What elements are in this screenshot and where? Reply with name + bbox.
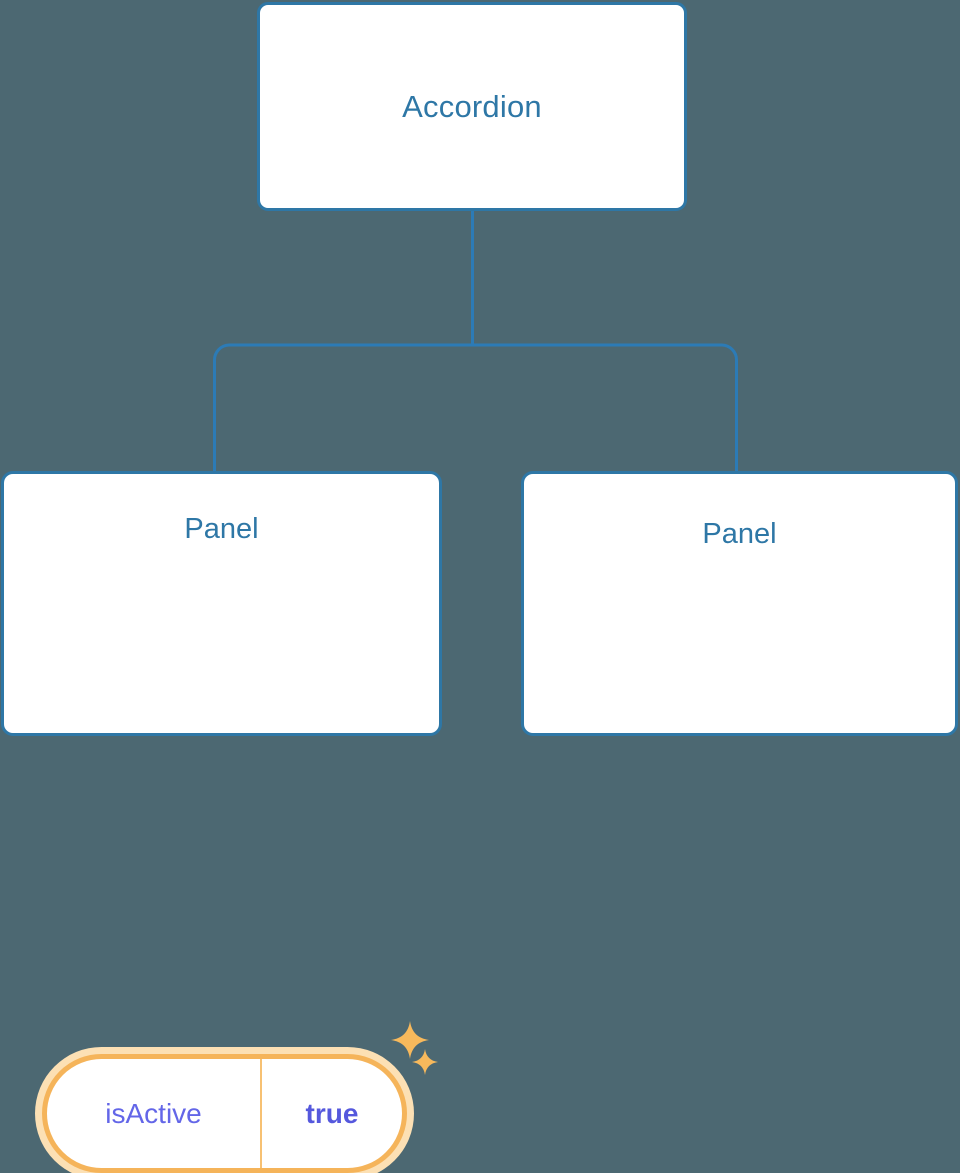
node-accordion[interactable]: Accordion	[257, 2, 687, 211]
prop-pill-isactive-true[interactable]: isActive true	[42, 1054, 407, 1173]
sparkle-icon-small	[412, 1049, 438, 1075]
node-panel-active-title: Panel	[184, 513, 259, 545]
node-panel-active[interactable]: Panel isActive true	[1, 471, 442, 1173]
prop-key: isActive	[105, 1097, 202, 1129]
node-panel-inactive[interactable]: Panel isActive false	[521, 471, 958, 736]
prop-value: true	[260, 1059, 402, 1168]
node-panel-inactive-title: Panel	[702, 518, 777, 550]
node-accordion-title: Accordion	[402, 89, 542, 124]
connector-branch-left	[213, 343, 473, 471]
connector-branch-right	[472, 343, 738, 471]
